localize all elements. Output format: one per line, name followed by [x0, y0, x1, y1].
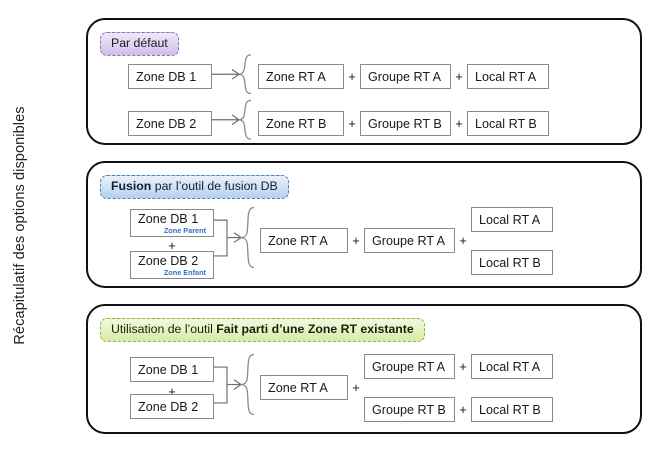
node-label: Local RT A: [475, 69, 537, 84]
node-label: Groupe RT A: [372, 233, 446, 248]
node-groupe-rt-a[interactable]: Groupe RT A: [360, 64, 451, 89]
node-zone-db-2[interactable]: Zone DB 2: [128, 111, 212, 136]
plus-sign: +: [459, 233, 467, 248]
node-groupe-rt-a[interactable]: Groupe RT A: [364, 228, 455, 253]
node-label: Zone DB 2: [138, 399, 199, 414]
node-label: Groupe RT B: [372, 402, 446, 417]
node-label: Zone DB 1: [138, 362, 199, 377]
panel-default: Par défaut Zone DB 1 Zone RT A + Groupe …: [86, 18, 642, 145]
node-local-rt-a[interactable]: Local RT A: [471, 354, 553, 379]
node-groupe-rt-a[interactable]: Groupe RT A: [364, 354, 455, 379]
plus-sign: +: [352, 233, 360, 248]
node-zone-rt-a[interactable]: Zone RT A: [260, 228, 348, 253]
node-sublabel-zone-parent: Zone Parent: [163, 225, 206, 235]
node-label: Zone RT A: [268, 233, 328, 248]
panel-default-badge-label: Par défaut: [111, 36, 168, 50]
node-label: Local RT B: [475, 116, 537, 131]
plus-sign: +: [459, 359, 467, 374]
plus-sign: +: [352, 380, 360, 395]
plus-sign: +: [348, 116, 356, 131]
plus-sign: +: [168, 238, 176, 253]
node-zone-db-2[interactable]: Zone DB 2 Zone Enfant: [130, 251, 214, 279]
node-zone-rt-a[interactable]: Zone RT A: [260, 375, 348, 400]
panel-existing-badge-prefix: Utilisation de l’outil: [111, 322, 217, 336]
panel-fusion-badge-bold: Fusion: [111, 179, 152, 193]
node-zone-rt-b[interactable]: Zone RT B: [258, 111, 344, 136]
node-zone-db-1[interactable]: Zone DB 1: [130, 357, 214, 382]
node-label: Local RT B: [479, 255, 541, 270]
node-label: Groupe RT B: [368, 116, 442, 131]
panel-fusion-badge: Fusion par l’outil de fusion DB: [100, 175, 289, 199]
node-local-rt-a[interactable]: Local RT A: [467, 64, 549, 89]
node-label: Zone RT A: [266, 69, 326, 84]
node-groupe-rt-b[interactable]: Groupe RT B: [364, 397, 455, 422]
node-label: Zone DB 2: [136, 116, 197, 131]
panel-existing-badge-bold: Fait parti d’une Zone RT existante: [216, 322, 414, 336]
node-label: Zone DB 2: [138, 253, 199, 268]
panel-existing: Utilisation de l’outil Fait parti d’une …: [86, 304, 642, 434]
plus-sign: +: [455, 69, 463, 84]
node-local-rt-b[interactable]: Local RT B: [471, 397, 553, 422]
plus-sign: +: [348, 69, 356, 84]
panel-default-badge: Par défaut: [100, 32, 179, 56]
node-label: Groupe RT A: [368, 69, 442, 84]
plus-sign: +: [459, 402, 467, 417]
node-zone-rt-a[interactable]: Zone RT A: [258, 64, 344, 89]
node-label: Groupe RT A: [372, 359, 446, 374]
plus-sign: +: [168, 384, 176, 399]
node-label: Local RT B: [479, 402, 541, 417]
node-label: Zone DB 1: [138, 211, 199, 226]
node-label: Local RT A: [479, 359, 541, 374]
node-local-rt-b[interactable]: Local RT B: [471, 250, 553, 275]
node-zone-db-1[interactable]: Zone DB 1: [128, 64, 212, 89]
node-zone-db-2[interactable]: Zone DB 2: [130, 394, 214, 419]
page-caption: Récapitulatif des options disponibles: [0, 0, 40, 451]
node-local-rt-a[interactable]: Local RT A: [471, 207, 553, 232]
node-zone-db-1[interactable]: Zone DB 1 Zone Parent: [130, 209, 214, 237]
panel-fusion: Fusion par l’outil de fusion DB Zone DB …: [86, 161, 642, 288]
panel-existing-badge: Utilisation de l’outil Fait parti d’une …: [100, 318, 425, 342]
plus-sign: +: [455, 116, 463, 131]
node-label: Zone RT B: [266, 116, 327, 131]
node-sublabel-zone-enfant: Zone Enfant: [163, 267, 206, 277]
node-label: Local RT A: [479, 212, 541, 227]
panel-fusion-badge-rest: par l’outil de fusion DB: [151, 179, 278, 193]
node-label: Zone RT A: [268, 380, 328, 395]
node-groupe-rt-b[interactable]: Groupe RT B: [360, 111, 451, 136]
page-caption-text: Récapitulatif des options disponibles: [12, 106, 28, 345]
node-label: Zone DB 1: [136, 69, 197, 84]
node-local-rt-b[interactable]: Local RT B: [467, 111, 549, 136]
